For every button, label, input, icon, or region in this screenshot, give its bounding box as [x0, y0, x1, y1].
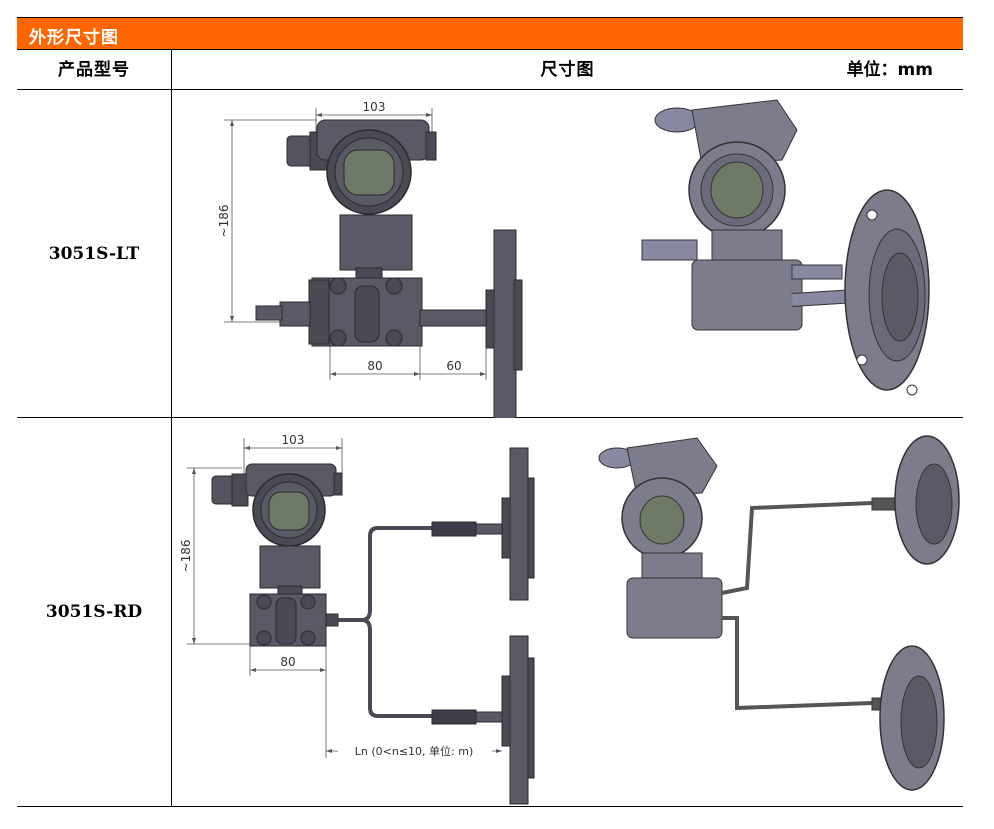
dim-width-top: 103 [363, 100, 386, 114]
drawing-cell: 103 ~186 80 60 [172, 90, 963, 421]
table-header-row: 产品型号 尺寸图 单位：mm [17, 50, 963, 90]
transmitter-3d-icon [641, 99, 930, 396]
dim-extension: 60 [446, 359, 461, 373]
header-model: 产品型号 [58, 60, 130, 80]
dim-height: ~186 [179, 540, 193, 573]
dim-width-top: 103 [282, 433, 305, 447]
table-row: 3051S-RD [17, 418, 963, 807]
seal-2d-icon [431, 447, 535, 805]
capillary-3d-icon [721, 501, 873, 711]
section-title: 外形尺寸图 [29, 28, 119, 48]
transmitter-3d-icon [598, 437, 723, 639]
model-name: 3051S-RD [45, 602, 143, 622]
dim-body-width: 80 [367, 359, 382, 373]
rd-2d-drawing: 103 ~186 80 Ln (0<n≤10, 单位: m) [179, 433, 960, 805]
lt-2d-drawing: 103 ~186 80 60 [217, 99, 930, 421]
drawing-cell: 103 ~186 80 Ln (0<n≤10, 单位: m) [172, 418, 963, 806]
header-drawing: 尺寸图 [540, 60, 595, 80]
column-divider [171, 50, 172, 807]
header-unit: 单位：mm [846, 60, 933, 80]
dim-height: ~186 [217, 205, 231, 238]
table-row: 3051S-LT [17, 90, 963, 421]
model-name: 3051S-LT [48, 243, 140, 264]
section-title-bar: 外形尺寸图 [17, 17, 963, 50]
transmitter-2d-icon [211, 463, 343, 647]
capillary-2d-icon [338, 526, 432, 718]
seal-3d-icon [871, 435, 960, 791]
capillary-length-note: Ln (0<n≤10, 单位: m) [355, 744, 474, 758]
dim-body-width: 80 [280, 655, 295, 669]
